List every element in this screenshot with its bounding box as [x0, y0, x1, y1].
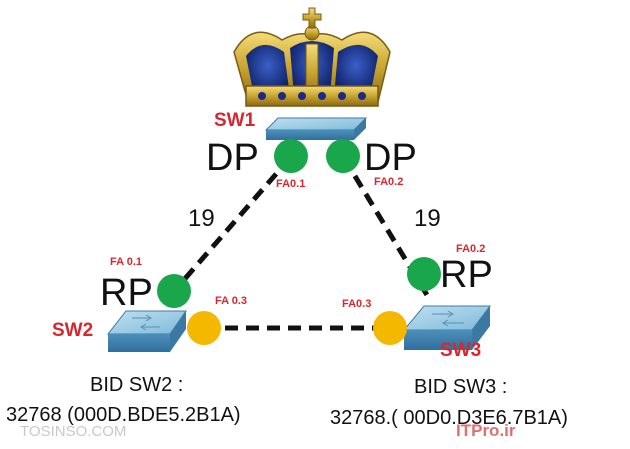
sw2-fa03-port-dot [187, 311, 221, 345]
sw3-bid-value: 32768.( 00D0.D3E6.7B1A) [330, 407, 568, 429]
sw3-label: SW3 [440, 340, 482, 361]
sw1-sw3-link-cost: 19 [414, 205, 441, 232]
sw3-switch-icon [402, 305, 491, 350]
sw1-label: SW1 [214, 110, 256, 131]
watermark-right: ITPro.ir [456, 421, 516, 440]
watermark-left: TOSINSO.COM [20, 423, 127, 440]
sw3-fa02-port-dot [407, 257, 441, 291]
sw3-fa02-port-label: FA0.2 [456, 243, 486, 255]
sw2-fa01-port-dot [157, 274, 191, 308]
sw1-sw2-link-cost: 19 [188, 205, 215, 232]
sw1-fa02-port-dot [326, 139, 360, 173]
sw3-fa03-port-label: FA0.3 [342, 298, 372, 310]
sw3-bid-title: BID SW3 : [414, 376, 508, 398]
sw1-left-port-role: DP [206, 137, 259, 179]
sw3-root-port-role: RP [440, 254, 493, 296]
sw3-fa03-port-dot [373, 311, 407, 345]
sw2-bid-title: BID SW2 : [90, 374, 184, 396]
sw2-switch-icon [106, 310, 187, 352]
sw2-fa03-port-label: FA 0.3 [215, 295, 247, 307]
crown-icon [233, 7, 391, 107]
sw1-right-port-role: DP [364, 137, 417, 179]
sw1-fa02-port-label: FA0.2 [374, 176, 404, 188]
sw1-fa01-port-label: FA0.1 [276, 178, 306, 190]
sw1-switch-icon [264, 117, 368, 140]
link-sw1-sw2 [174, 156, 292, 291]
sw2-root-port-role: RP [100, 272, 153, 314]
sw2-fa01-port-label: FA 0.1 [110, 256, 142, 268]
sw2-label: SW2 [52, 320, 94, 341]
sw2-bid-value: 32768 (000D.BDE5.2B1A) [6, 404, 241, 426]
sw1-fa01-port-dot [274, 139, 308, 173]
